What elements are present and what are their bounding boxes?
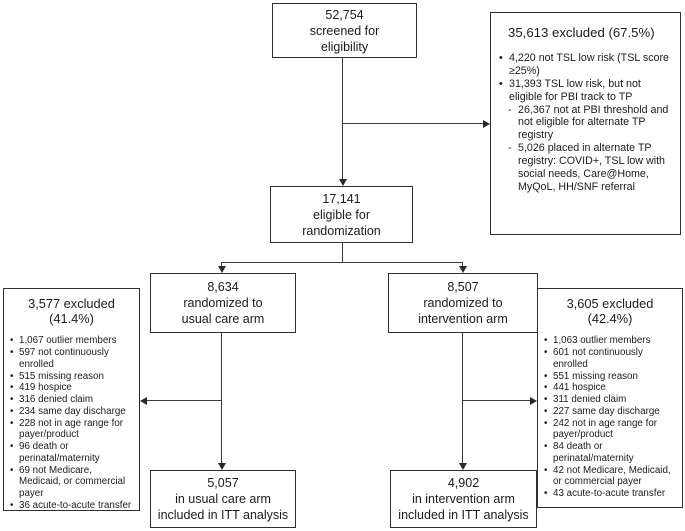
intervention-arm-label-line2: intervention arm bbox=[418, 312, 508, 326]
exclusion-item: 242 not in age range for payer/product bbox=[544, 418, 678, 442]
exclusion-item: 4,220 not TSL low risk (TSL score ≥25%) bbox=[499, 52, 675, 78]
exclusion-item: 597 not continuously enrolled bbox=[10, 347, 135, 371]
usual-arm-box: 8,634 randomized to usual care arm bbox=[150, 273, 296, 333]
arrowhead-down-icon bbox=[218, 266, 226, 273]
exclusion-item: 43 acute-to-acute transfer bbox=[544, 488, 678, 500]
exclusion-item: 419 hospice bbox=[10, 382, 135, 394]
itt-intervention-label-line2: included in ITT analysis bbox=[398, 508, 529, 522]
eligible-label-line1: eligible for bbox=[313, 207, 370, 222]
eligible-count: 17,141 bbox=[322, 191, 361, 206]
excluded-left-heading: 3,577 excluded (41.4%) bbox=[28, 296, 115, 326]
itt-intervention-box: 4,902 in intervention arm included in IT… bbox=[390, 470, 537, 528]
intervention-arm-count: 8,507 bbox=[447, 280, 479, 294]
intervention-arm-box: 8,507 randomized to intervention arm bbox=[388, 273, 538, 333]
exclusion-item: 316 denied claim bbox=[10, 394, 135, 406]
screened-box: 52,754 screened for eligibility bbox=[272, 3, 417, 58]
eligible-label-line2: randomization bbox=[302, 223, 381, 238]
arrowhead-right-icon bbox=[483, 120, 490, 128]
excluded-top-heading: 35,613 excluded (67.5%) bbox=[508, 25, 655, 40]
excluded-right-list: 1,063 outlier members 601 not continuous… bbox=[538, 335, 682, 500]
itt-usual-count: 5,057 bbox=[207, 476, 239, 490]
itt-usual-box: 5,057 in usual care arm included in ITT … bbox=[150, 470, 296, 528]
excluded-top-list: 4,220 not TSL low risk (TSL score ≥25%) … bbox=[491, 52, 680, 193]
exclusion-item: 36 acute-to-acute transfer bbox=[10, 500, 135, 512]
intervention-arm-label-line1: randomized to bbox=[423, 296, 503, 310]
excluded-top-box: 35,613 excluded (67.5%) 4,220 not TSL lo… bbox=[490, 12, 681, 235]
connector-intervention-to-itt bbox=[462, 333, 464, 465]
connector-to-excluded-top bbox=[342, 123, 484, 125]
exclusion-item: 601 not continuously enrolled bbox=[544, 347, 678, 371]
usual-arm-label-line2: usual care arm bbox=[181, 312, 265, 326]
exclusion-subitem: 5,026 placed in alternate TP registry: C… bbox=[499, 142, 675, 193]
itt-intervention-label-line1: in intervention arm bbox=[412, 492, 515, 506]
exclusion-subitem: 26,367 not at PBI threshold and not elig… bbox=[499, 104, 675, 143]
excluded-right-box: 3,605 excluded (42.4%) 1,063 outlier mem… bbox=[537, 288, 683, 508]
connector-eligible-stub bbox=[342, 243, 344, 263]
screened-label-line2: eligibility bbox=[320, 39, 369, 54]
exclusion-item: 311 denied claim bbox=[544, 394, 678, 406]
eligible-box: 17,141 eligible for randomization bbox=[270, 186, 413, 243]
exclusion-item: 441 hospice bbox=[544, 382, 678, 394]
exclusion-item: 234 same day discharge bbox=[10, 406, 135, 418]
screened-label-line1: screened for bbox=[309, 23, 380, 38]
excluded-left-box: 3,577 excluded (41.4%) 1,067 outlier mem… bbox=[3, 288, 140, 511]
exclusion-item: 42 not Medicare, Medicaid, or commercial… bbox=[544, 465, 678, 489]
arrowhead-right-icon bbox=[530, 397, 537, 405]
exclusion-item: 69 not Medicare, Medicaid, or commercial… bbox=[10, 465, 135, 500]
exclusion-item: 551 missing reason bbox=[544, 371, 678, 383]
arrowhead-down-icon bbox=[339, 179, 347, 186]
connector-to-excluded-left bbox=[146, 400, 222, 402]
excluded-left-list: 1,067 outlier members 597 not continuous… bbox=[4, 335, 139, 511]
usual-arm-label-line1: randomized to bbox=[183, 296, 263, 310]
arrowhead-down-icon bbox=[459, 266, 467, 273]
itt-usual-label-line1: in usual care arm bbox=[175, 492, 271, 506]
exclusion-item: 31,393 TSL low risk, but not eligible fo… bbox=[499, 78, 675, 104]
arrowhead-down-icon bbox=[459, 463, 467, 470]
exclusion-item: 228 not in age range for payer/product bbox=[10, 418, 135, 442]
exclusion-item: 96 death or perinatal/maternity bbox=[10, 441, 135, 465]
arrowhead-down-icon bbox=[218, 463, 226, 470]
screened-count: 52,754 bbox=[325, 7, 364, 22]
exclusion-item: 515 missing reason bbox=[10, 371, 135, 383]
connector-to-intervention-arm bbox=[462, 262, 464, 268]
usual-arm-count: 8,634 bbox=[207, 280, 239, 294]
exclusion-item: 227 same day discharge bbox=[544, 406, 678, 418]
exclusion-item: 1,063 outlier members bbox=[544, 335, 678, 347]
itt-usual-label-line2: included in ITT analysis bbox=[157, 508, 289, 522]
excluded-right-heading: 3,605 excluded (42.4%) bbox=[566, 296, 654, 326]
exclusion-item: 84 death or perinatal/maternity bbox=[544, 441, 678, 465]
arrowhead-left-icon bbox=[140, 397, 147, 405]
connector-usual-to-itt bbox=[221, 333, 223, 465]
connector-randomization-split bbox=[221, 262, 463, 264]
connector-to-excluded-right bbox=[463, 400, 531, 402]
itt-intervention-count: 4,902 bbox=[447, 476, 480, 490]
exclusion-item: 1,067 outlier members bbox=[10, 335, 135, 347]
connector-screened-to-eligible bbox=[342, 57, 344, 181]
connector-to-usual-arm bbox=[221, 262, 223, 268]
